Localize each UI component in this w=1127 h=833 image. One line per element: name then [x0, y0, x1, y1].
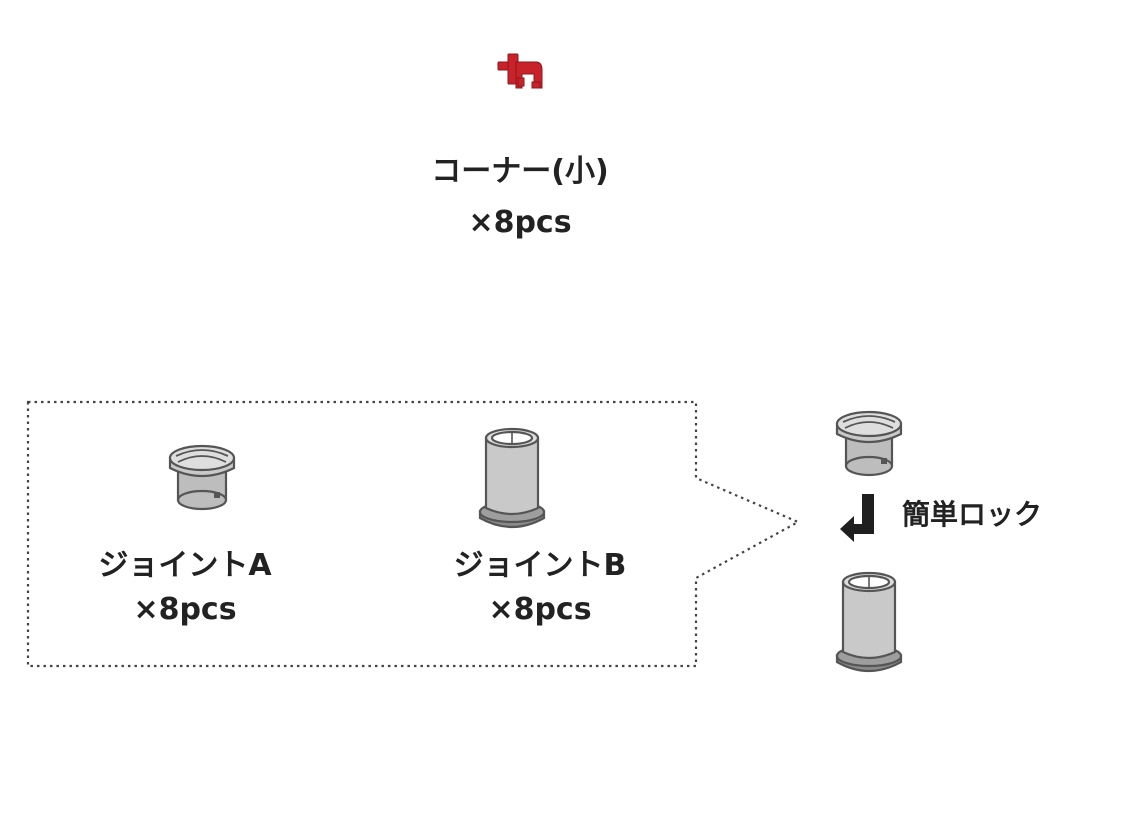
joint-b-quantity: ×8pcs: [488, 592, 592, 627]
lock-arrow-icon: [840, 494, 874, 542]
assembly-joint-b-icon: [835, 571, 903, 672]
easy-lock-label: 簡単ロック: [902, 498, 1043, 531]
corner-quantity: ×8pcs: [468, 205, 572, 240]
corner-title: コーナー(小): [431, 154, 609, 189]
joint-a-quantity: ×8pcs: [133, 592, 237, 627]
joint-a-icon: [168, 444, 236, 511]
assembly-joint-a-icon: [835, 410, 903, 477]
corner-piece-icon: [497, 53, 543, 89]
joint-a-title: ジョイントA: [98, 548, 272, 583]
joint-b-icon: [478, 427, 546, 528]
joint-b-title: ジョイントB: [453, 548, 627, 583]
